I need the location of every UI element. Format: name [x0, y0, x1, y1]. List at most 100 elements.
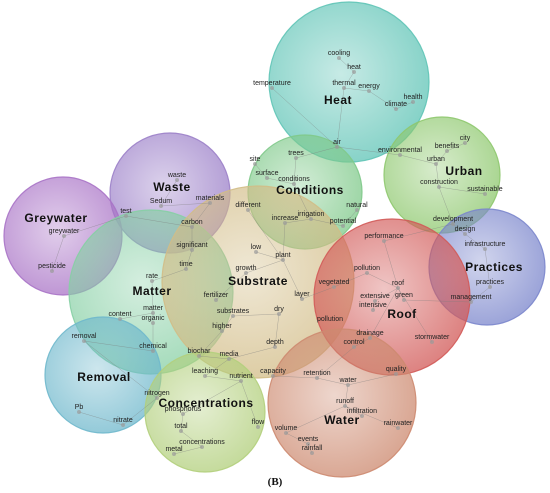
link-construction-development [438, 186, 454, 225]
term-benefits: benefits [435, 143, 460, 150]
term-node-plant [281, 258, 285, 262]
link-test-carbon [125, 215, 193, 228]
term-infiltration: infiltration [347, 408, 377, 415]
term-biochar: biochar [188, 348, 212, 355]
term-climate: climate [385, 101, 407, 108]
link-concentrations-metal [173, 446, 203, 455]
term-node-test [124, 214, 128, 218]
link-cooling-heat [338, 57, 355, 73]
term-growth: growth [235, 265, 256, 272]
term-node-greywater [62, 234, 66, 238]
term-node-pb [77, 410, 81, 414]
term-node-rainwater [396, 426, 400, 430]
term-node-fertilizer [214, 298, 218, 302]
term-roof: roof [392, 280, 404, 287]
term-node-urban [434, 162, 438, 166]
term-rate: rate [146, 273, 158, 280]
term-node-cooling [337, 56, 341, 60]
term-content: content [109, 311, 132, 318]
term-test: test [120, 208, 131, 215]
link-heat-thermal [343, 71, 355, 89]
term-node-total [179, 429, 183, 433]
term-node-infiltration [360, 414, 364, 418]
term-node-media [227, 357, 231, 361]
term-node-materials [208, 201, 212, 205]
cluster-label-heat: Heat [324, 93, 352, 107]
term-node-rate [150, 279, 154, 283]
link-urban-benefits [435, 150, 448, 165]
term-waste: waste [167, 172, 186, 179]
term-node-health [411, 100, 415, 104]
link-leaching-nutrient [204, 375, 242, 382]
link-water-quality [347, 373, 397, 386]
term-node-low [254, 250, 258, 254]
term-node-thermal [342, 86, 346, 90]
term-potential: potential [330, 218, 357, 225]
term-nitrate: nitrate [113, 417, 133, 424]
bubble-water [267, 328, 417, 478]
term-increase: increase [272, 215, 299, 222]
term-depth: depth [266, 339, 284, 346]
link-dry-depth [274, 313, 280, 348]
term-node-metal [172, 452, 176, 456]
term-node-substrates [231, 314, 235, 318]
term-node-irrigation [309, 217, 313, 221]
term-node-natural [355, 208, 359, 212]
link-removal-chemical [83, 340, 154, 352]
link-thermal-energy [343, 87, 370, 92]
term-node-management [469, 300, 473, 304]
link-drainage-control [353, 337, 371, 348]
term-pesticide: pesticide [38, 263, 66, 270]
link-runoff-volume [285, 405, 346, 434]
term-links [51, 57, 491, 455]
cluster-label-removal: Removal [77, 370, 131, 384]
term-node-city [463, 141, 467, 145]
term-layer: layer [294, 291, 310, 298]
term-node-extensive [373, 299, 377, 303]
term-node-layer [300, 297, 304, 301]
link-air-trees [295, 146, 338, 159]
term-events: events [298, 436, 319, 443]
term-runoff: runoff [336, 398, 354, 405]
term-trees: trees [288, 150, 304, 157]
link-construction-sustainable [438, 186, 486, 195]
term-practices: practices [476, 279, 505, 286]
term-node-surface [265, 176, 269, 180]
term-node-water [346, 383, 350, 387]
link-natural-potential [342, 209, 358, 227]
bubble-concentrations [144, 351, 266, 473]
term-node-growth [244, 271, 248, 275]
term-water: water [338, 377, 357, 384]
term-pollution-lower: pollution [317, 316, 343, 323]
link-matter-rate [151, 280, 154, 314]
term-node-nitrogen [155, 396, 159, 400]
term-node-rainfall [310, 451, 314, 455]
link-management-green [403, 299, 472, 303]
term-node-vegetated [332, 285, 336, 289]
term-energy: energy [358, 83, 380, 90]
term-node-time [184, 267, 188, 271]
link-growth-fertilizer [215, 272, 247, 301]
link-irrigation-potential [310, 218, 344, 227]
link-water-runoff [344, 384, 349, 407]
link-urban-construction [435, 163, 440, 188]
term-heat: heat [347, 64, 361, 71]
term-dry: dry [274, 306, 284, 313]
term-node-pollution [365, 271, 369, 275]
link-capacity-retention [272, 375, 318, 379]
term-thermal: thermal [332, 80, 356, 87]
cluster-label-urban: Urban [445, 164, 482, 178]
cluster-label-practices: Practices [465, 260, 523, 274]
term-node-sustainable [483, 192, 487, 196]
term-node-intensive [371, 308, 375, 312]
term-node-different [246, 208, 250, 212]
term-different: different [235, 202, 260, 209]
link-retention-water [316, 377, 349, 386]
term-air: air [333, 139, 341, 146]
link-greywater-pesticide [51, 235, 65, 272]
term-node-capacity [271, 374, 275, 378]
term-substrates: substrates [217, 308, 250, 315]
term-node-potential [341, 224, 345, 228]
link-roof-drainage [369, 287, 399, 339]
